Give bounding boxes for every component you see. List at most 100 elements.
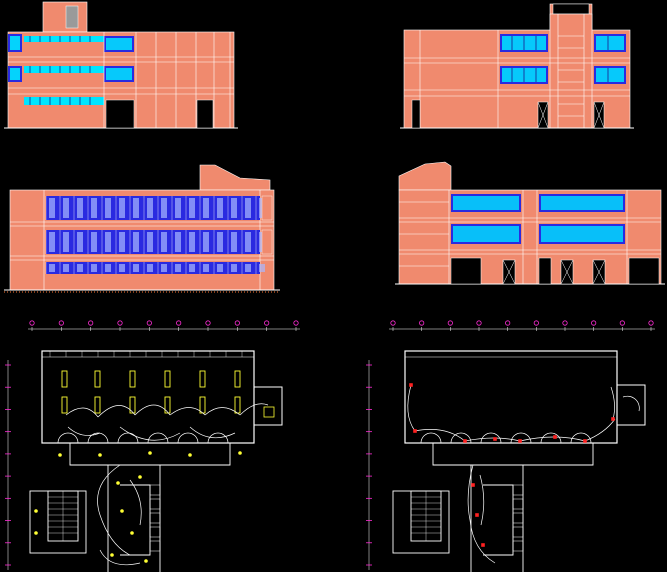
ceiling-light [58, 453, 62, 457]
glazing-pane [91, 198, 97, 218]
glazing-pane [77, 198, 83, 218]
glazing-pane [217, 232, 223, 252]
ceiling-light [130, 531, 134, 535]
glazing-pane [217, 198, 223, 218]
lower-block-walls [29, 443, 231, 572]
power-outlet [611, 417, 615, 421]
glazing-pane [119, 264, 125, 272]
fixture-tube [199, 396, 206, 414]
glazing-pane [147, 264, 153, 272]
glazing-pane [231, 232, 237, 252]
fixture-tube [234, 370, 241, 388]
glazing-pane [161, 264, 167, 272]
glazing-pane [105, 232, 111, 252]
toilet-stalls [512, 484, 524, 552]
power-outlet [553, 435, 557, 439]
outlet-circuits [407, 384, 616, 564]
fixture-tube [94, 396, 101, 414]
ceiling-light [34, 509, 38, 513]
glazing-pane [203, 232, 209, 252]
toilet-stalls [149, 484, 161, 552]
glazing-pane [49, 198, 55, 218]
ceiling-light [110, 553, 114, 557]
main-hall-walls [41, 350, 255, 444]
axis-bubble [58, 320, 64, 326]
glazing-pane [119, 232, 125, 252]
glazing-pane [91, 264, 97, 272]
lighting-circuits [65, 403, 269, 566]
axis-bubble [619, 320, 625, 326]
glazing-pane [147, 198, 153, 218]
axis-bubble [476, 320, 482, 326]
power-outlet [475, 513, 479, 517]
fixture-tube [61, 370, 68, 388]
glazing-pane [203, 264, 209, 272]
axis-bubble [505, 320, 511, 326]
glazing-pane [259, 264, 265, 272]
fixture-tube [164, 396, 171, 414]
axis-markers-top [29, 320, 299, 331]
axis-markers-left [5, 364, 11, 566]
elevation-rear-right-svg [400, 3, 634, 129]
glazing-pane [91, 232, 97, 252]
fixture-tube [129, 396, 136, 414]
plan-outlets [355, 315, 667, 572]
axis-bubble [648, 320, 654, 326]
glazing-pane [49, 232, 55, 252]
axis-bubble [88, 320, 94, 326]
axis-bubble [447, 320, 453, 326]
power-outlet [518, 439, 522, 443]
axis-bubble [146, 320, 152, 326]
ground-floor-doors [450, 257, 660, 285]
power-outlet [481, 543, 485, 547]
stair-treads [48, 491, 78, 541]
glazing-pane [175, 232, 181, 252]
power-outlet [463, 439, 467, 443]
axis-bubble [390, 320, 396, 326]
roof-volume [199, 164, 271, 191]
fixture-tube [61, 396, 68, 414]
glazing-pane [63, 232, 69, 252]
plan-outlets-svg [366, 320, 655, 572]
ceiling-light [138, 475, 142, 479]
glazing-pane [133, 198, 139, 218]
glazing-pane [77, 232, 83, 252]
ceiling-light [116, 481, 120, 485]
glazing-pane [189, 198, 195, 218]
glazing-pane [105, 198, 111, 218]
light-fixtures [61, 370, 241, 414]
fixture-tube [129, 370, 136, 388]
elevation-side-left [0, 160, 285, 300]
power-outlet [493, 437, 497, 441]
arched-bays [57, 432, 229, 444]
stair-treads [411, 491, 441, 541]
power-outlet [471, 483, 475, 487]
axis-bubble [29, 320, 35, 326]
plan-lighting-svg [5, 320, 300, 572]
glazing-bands [451, 194, 625, 244]
ceiling-light [148, 451, 152, 455]
ceiling-light [144, 559, 148, 563]
ceiling-light [238, 451, 242, 455]
glazing-pane [63, 198, 69, 218]
glazing-pane [245, 264, 251, 272]
glazing-pane [217, 264, 223, 272]
ceiling-lights [34, 451, 242, 563]
fixture-tube [199, 370, 206, 388]
axis-bubble [264, 320, 270, 326]
elevation-rear-right [398, 0, 638, 135]
fixture-tube [164, 370, 171, 388]
tower-wall [42, 1, 88, 33]
power-outlet [409, 383, 413, 387]
power-outlet [413, 429, 417, 433]
elevation-side-right-svg [395, 161, 665, 285]
ceiling-light [188, 453, 192, 457]
power-outlets [409, 383, 615, 547]
elevation-side-left-svg [4, 164, 280, 293]
glazing-pane [189, 264, 195, 272]
power-outlet [583, 439, 587, 443]
axis-bubble [176, 320, 182, 326]
axis-bubble [562, 320, 568, 326]
lower-block-walls [392, 443, 594, 572]
axis-bubble [419, 320, 425, 326]
